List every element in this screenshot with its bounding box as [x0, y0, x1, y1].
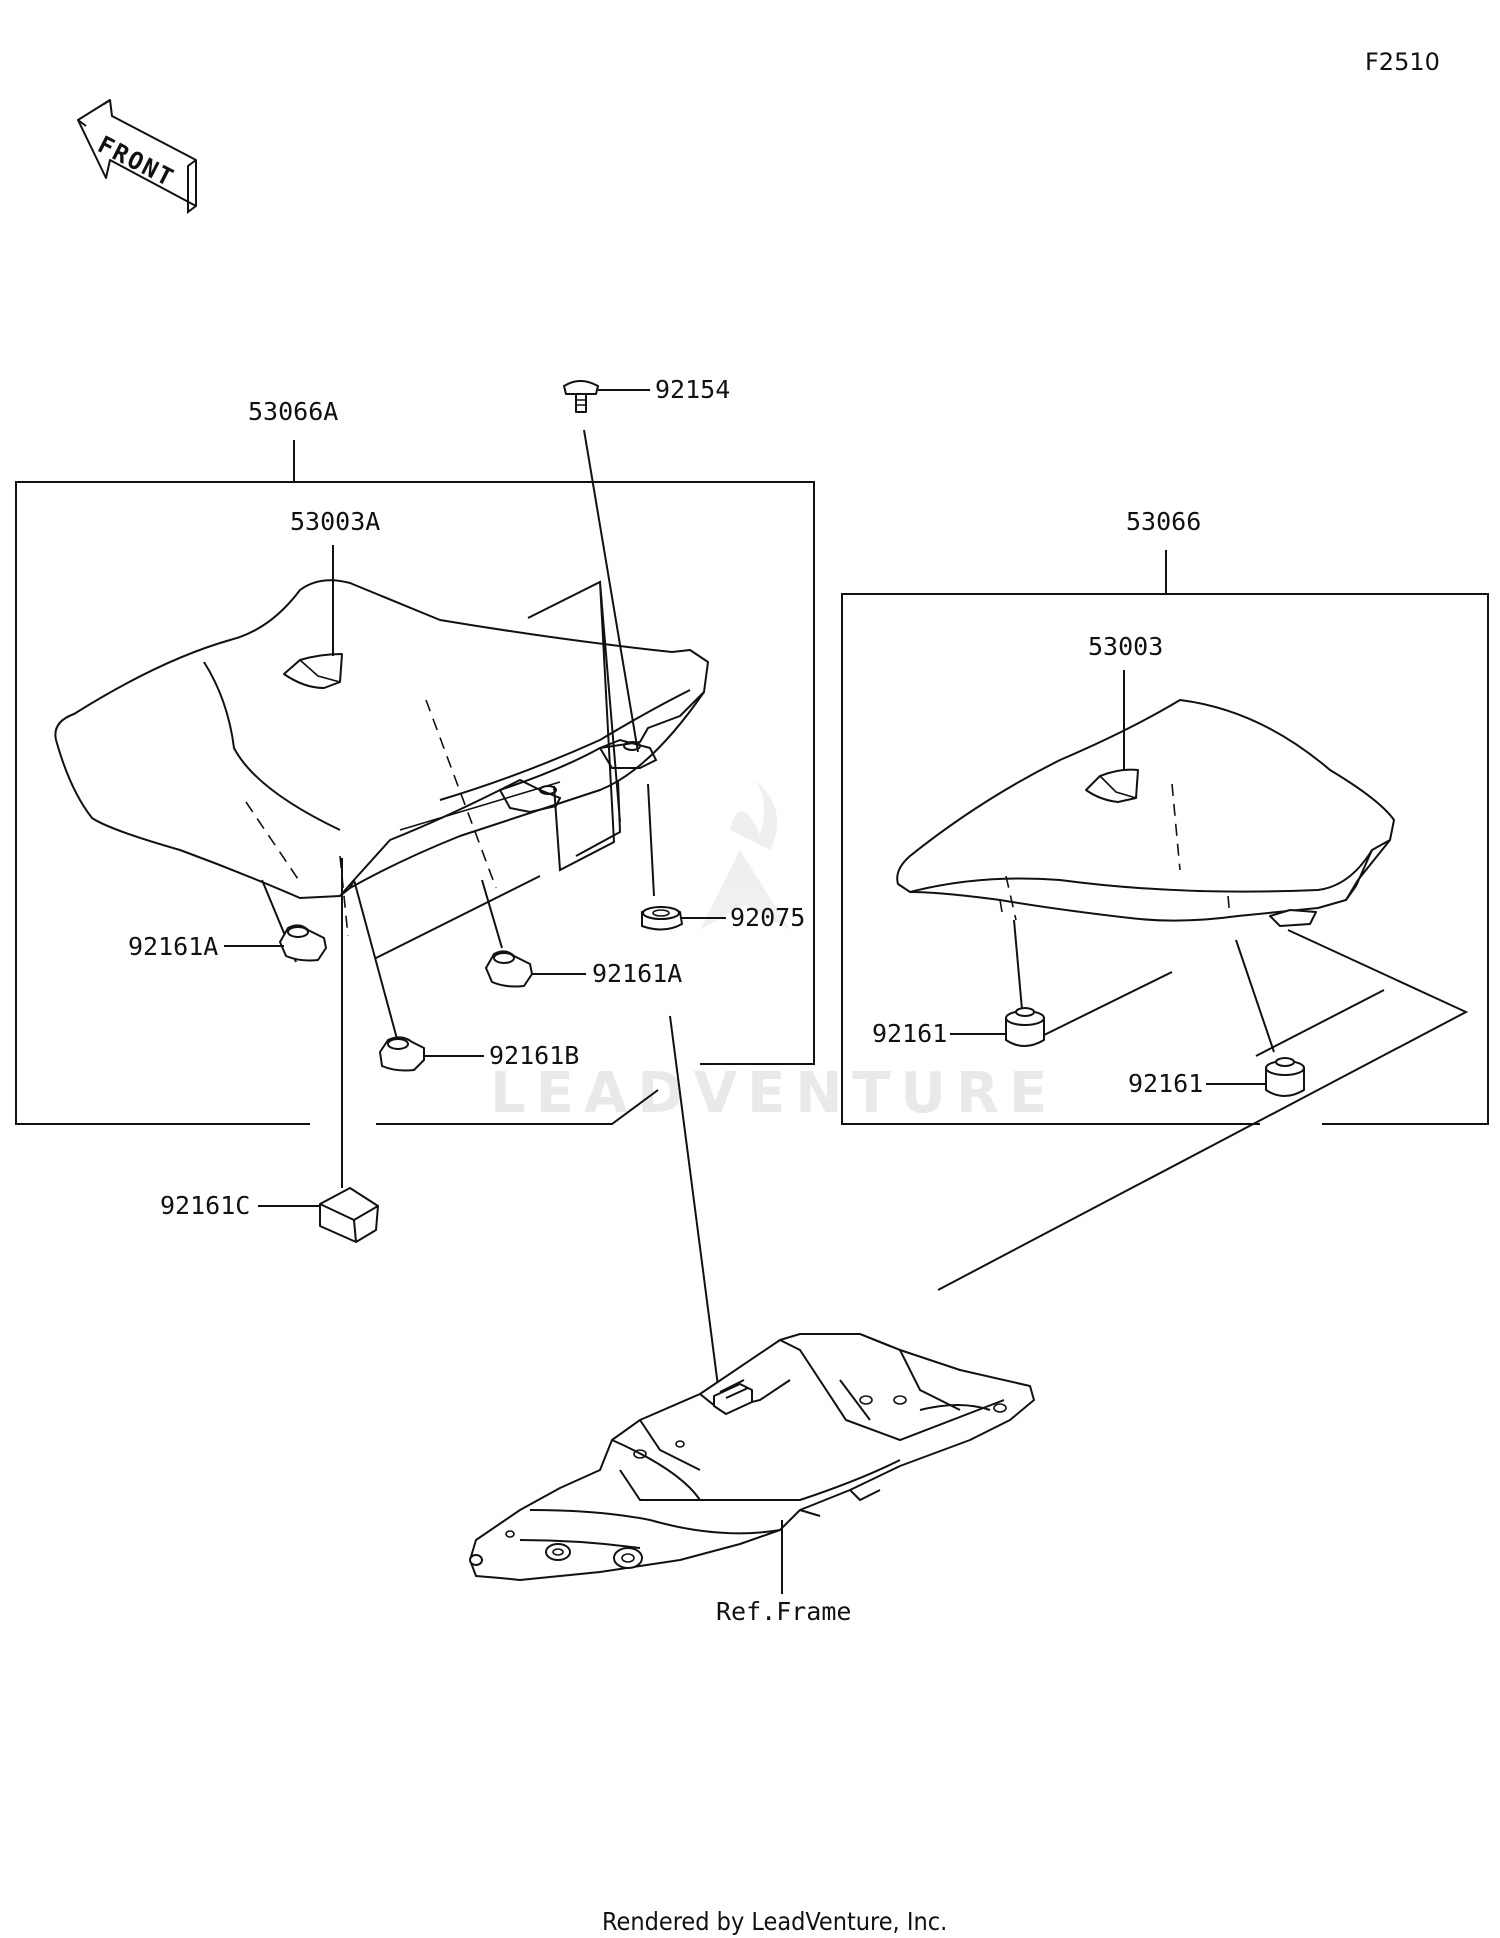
- label-ref-frame: Ref.Frame: [716, 1597, 851, 1626]
- label-53003: 53003: [1088, 632, 1163, 661]
- label-92161B: 92161B: [489, 1041, 579, 1070]
- frame-link-line: [669, 1015, 719, 1387]
- label-92161A-left: 92161A: [128, 932, 218, 961]
- damper-92161B: [379, 1036, 425, 1072]
- bolt-axis-line: [583, 429, 639, 753]
- damper-92161A-right: [485, 950, 533, 988]
- footer-credit: Rendered by LeadVenture, Inc.: [602, 1907, 947, 1936]
- front-seat-mount-lines: [245, 699, 541, 1051]
- label-92161-left: 92161: [872, 1019, 947, 1048]
- front-arrow-icon: FRONT: [77, 99, 197, 214]
- watermark-text: LEADVENTURE: [490, 1061, 1057, 1126]
- label-53003A: 53003A: [290, 507, 380, 536]
- rear-seat-mount-lines: [937, 783, 1469, 1291]
- front-seat-bracket-outline: [527, 580, 622, 872]
- bolt-92154: [563, 380, 599, 413]
- label-92154: 92154: [655, 375, 730, 404]
- frame-illustration: [469, 1333, 1035, 1581]
- label-92161-right: 92161: [1128, 1069, 1203, 1098]
- rear-damper-92161-right: [1265, 1057, 1305, 1097]
- grommet-axis-line: [647, 783, 655, 897]
- front-seat-group: [15, 440, 815, 1125]
- diagram-code: F2510: [1365, 48, 1440, 76]
- label-53066: 53066: [1126, 507, 1201, 536]
- rear-seat-group: [841, 550, 1489, 1125]
- front-seat-illustration: [54, 579, 709, 899]
- damper-92161A-left: [279, 924, 327, 962]
- label-92161C: 92161C: [160, 1191, 250, 1220]
- label-53066A: 53066A: [248, 397, 338, 426]
- grommet-92075: [641, 906, 683, 931]
- rear-damper-92161-left: [1005, 1007, 1045, 1047]
- rear-seat-illustration: [896, 699, 1395, 927]
- label-92161A-right: 92161A: [592, 959, 682, 988]
- label-92075: 92075: [730, 903, 805, 932]
- damper-92161C: [319, 1187, 379, 1243]
- watermark-logo: [700, 780, 790, 930]
